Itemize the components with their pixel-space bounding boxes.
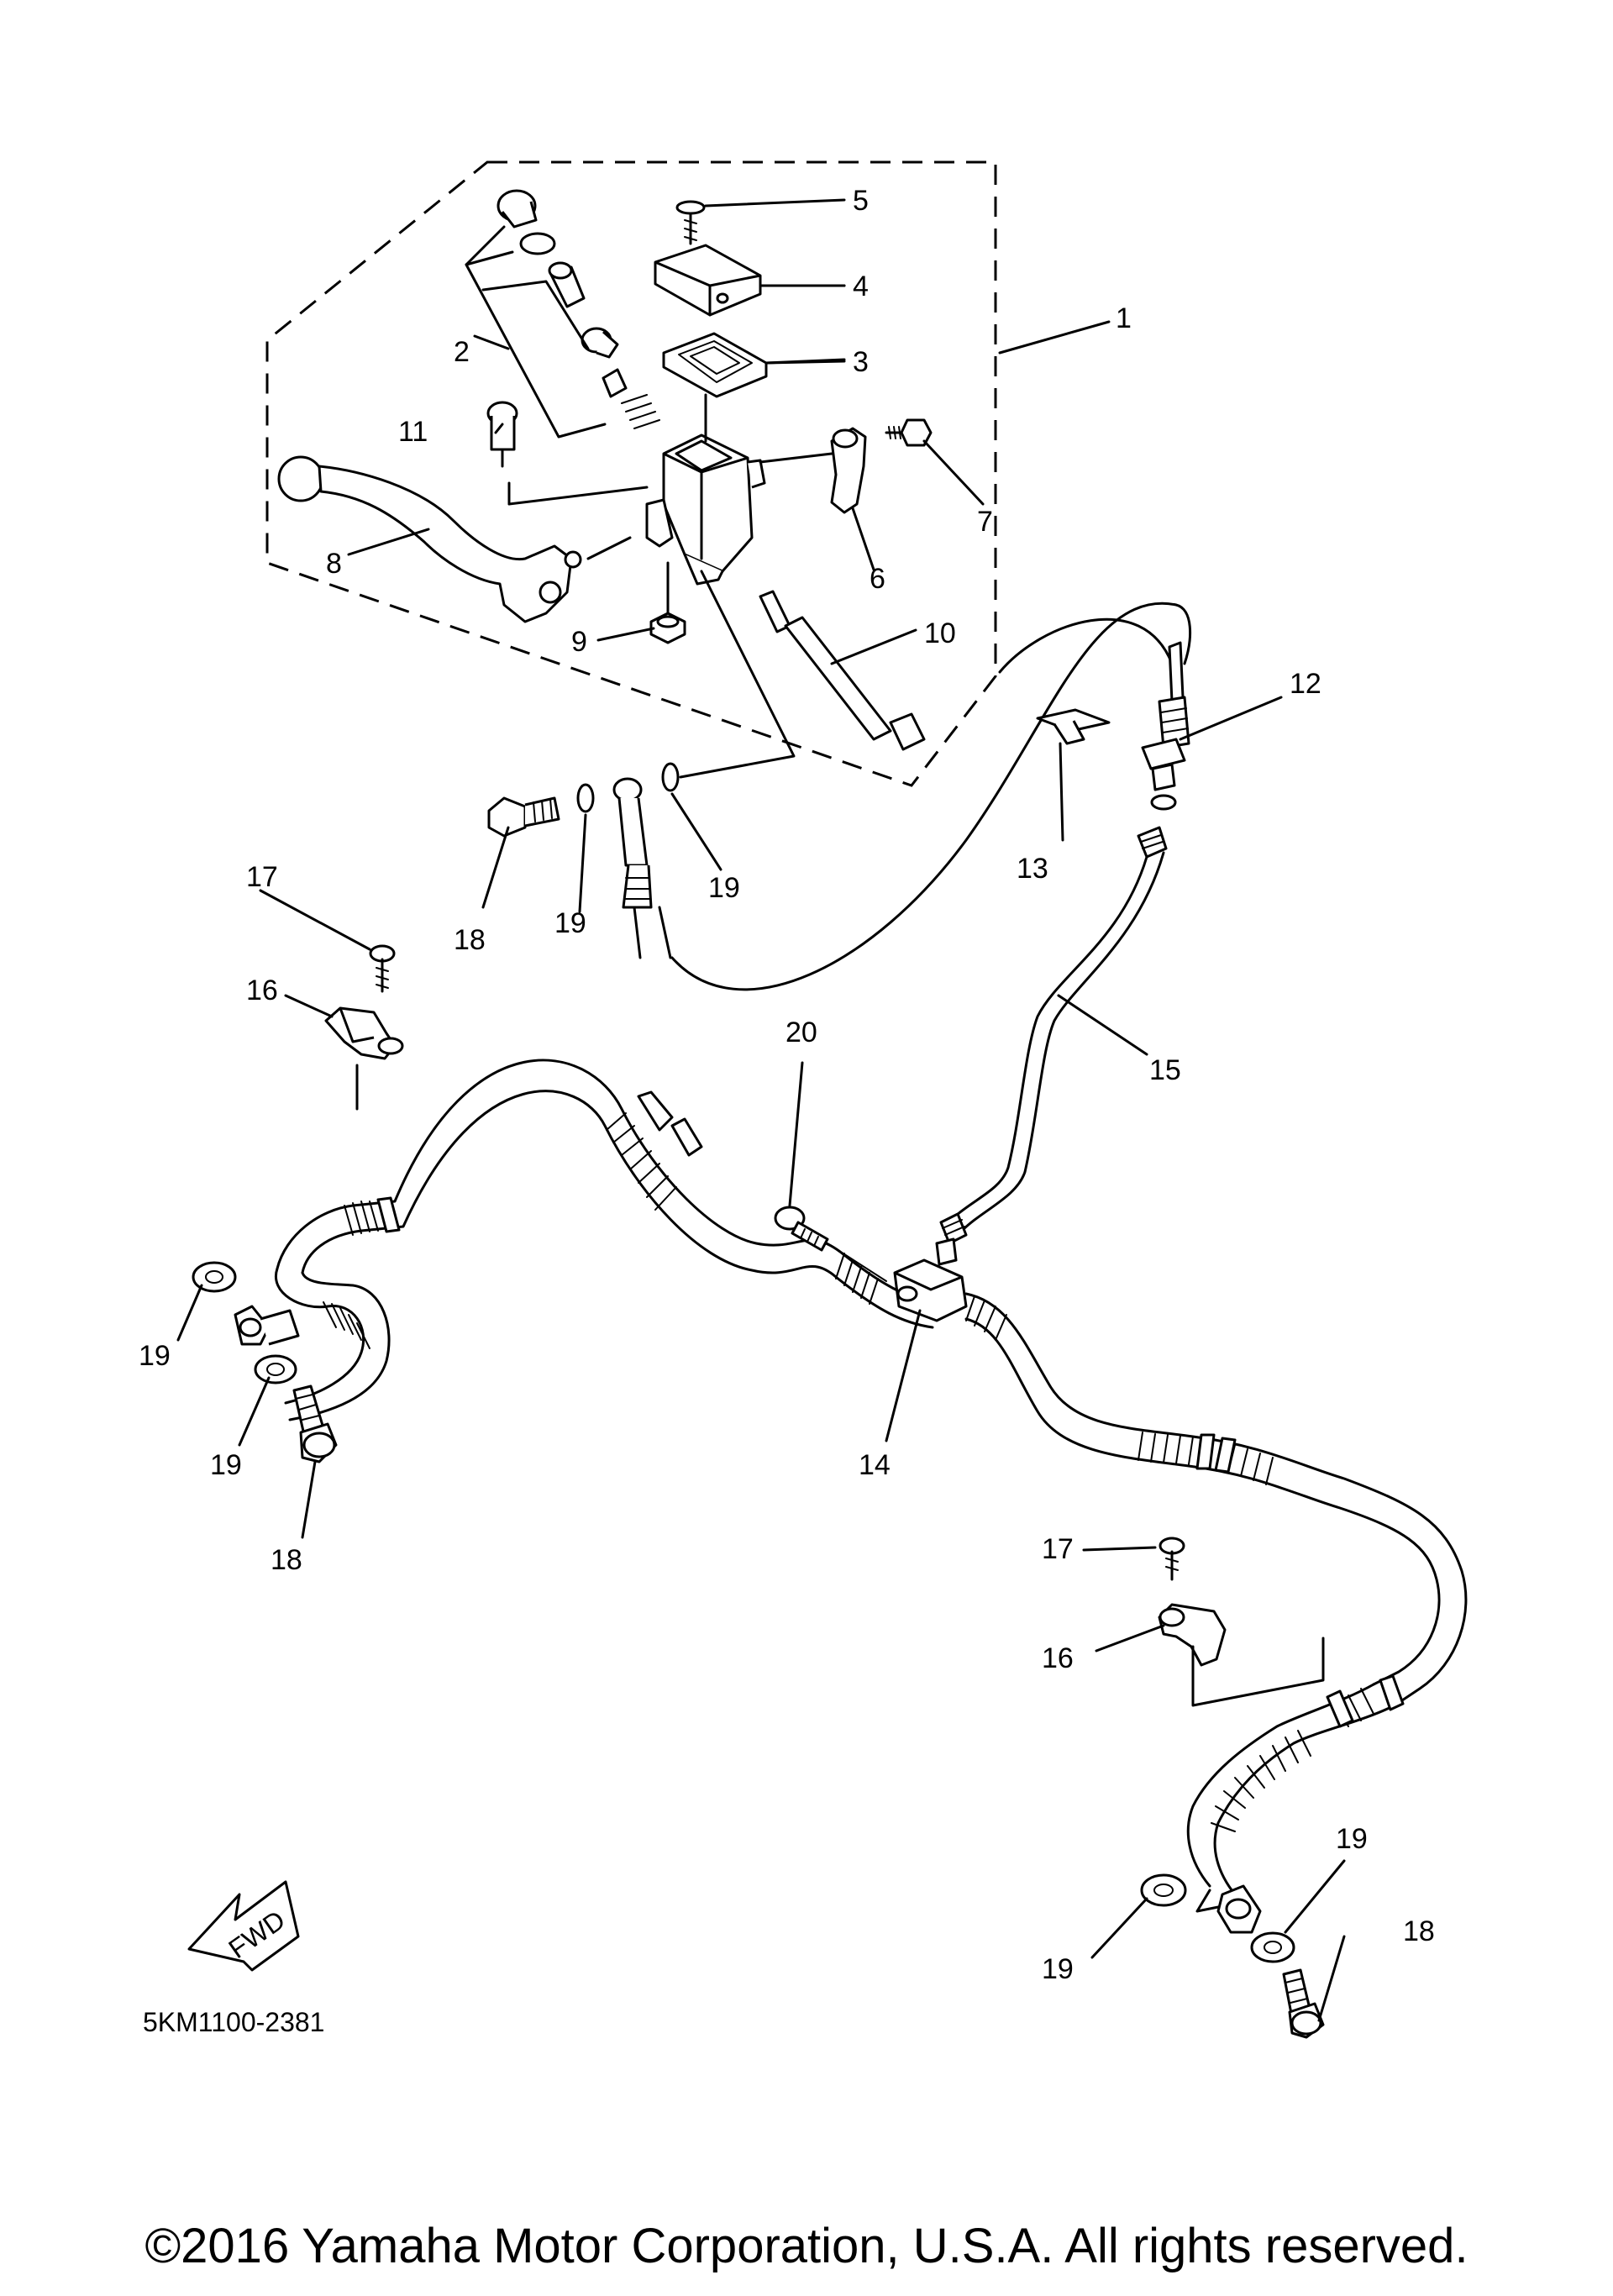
assembly-boundary <box>265 160 997 787</box>
bolt-part-17-lower <box>1159 1537 1185 1581</box>
banjo-fitting-lower-right <box>1195 1884 1262 1934</box>
callout-8: 8 <box>326 548 342 580</box>
brake-switch-part-10 <box>759 590 926 751</box>
union-bolt-part-18-right <box>1282 1968 1325 2039</box>
callout-labels: 1 2 3 4 5 6 7 8 9 10 11 12 13 14 15 16 1… <box>139 185 1435 1985</box>
diaphragm-part-3 <box>662 332 846 398</box>
drawing-code: 5KM1100-2381 <box>143 2007 324 2037</box>
brake-lever-part-8 <box>277 455 632 623</box>
callout-2: 2 <box>454 336 470 368</box>
washer-part-19-right-a <box>1140 1873 1187 1907</box>
bracket-part-13 <box>1036 708 1111 745</box>
callout-18-right: 18 <box>1403 1915 1435 1947</box>
hose-joint-part-12 <box>1141 641 1190 811</box>
hose-inner-line <box>998 617 1174 674</box>
callout-16-upper: 16 <box>246 975 278 1006</box>
callout-9: 9 <box>571 626 587 658</box>
callout-19-left-a: 19 <box>139 1340 171 1372</box>
union-bolt-part-18-left <box>292 1384 338 1463</box>
callout-11: 11 <box>398 416 428 448</box>
callout-13: 13 <box>1017 853 1048 885</box>
callout-5: 5 <box>853 185 869 217</box>
callout-16-lower: 16 <box>1042 1642 1074 1674</box>
callout-15: 15 <box>1149 1054 1181 1086</box>
callout-18-left: 18 <box>271 1544 302 1576</box>
master-cylinder-body <box>645 393 766 586</box>
callout-1: 1 <box>1116 302 1132 334</box>
callout-19-left-b: 19 <box>210 1449 242 1481</box>
washer-part-19-left-b <box>254 1354 297 1384</box>
washer-part-19-right-b <box>1250 1931 1295 1963</box>
callout-19-right-a: 19 <box>1042 1953 1074 1985</box>
callout-19-upper-right: 19 <box>708 872 740 904</box>
hose-clamp-part-16-upper <box>324 1006 404 1111</box>
callout-20: 20 <box>785 1017 817 1048</box>
callout-6: 6 <box>870 563 885 595</box>
callout-12: 12 <box>1290 668 1321 700</box>
brake-pipe-part-15 <box>935 826 1168 1266</box>
callout-18-upper: 18 <box>454 924 486 956</box>
callout-14: 14 <box>859 1449 891 1481</box>
callout-10: 10 <box>924 617 956 649</box>
callout-3: 3 <box>853 346 869 378</box>
callout-7: 7 <box>977 506 993 538</box>
reservoir-cap-part-4 <box>654 244 846 317</box>
clamp-part-6 <box>759 427 867 514</box>
banjo-fitting-lower-left <box>234 1305 300 1346</box>
piston-kit-part-2 <box>465 189 660 439</box>
callout-17-upper: 17 <box>246 861 278 893</box>
callout-17-lower: 17 <box>1042 1533 1074 1565</box>
hose-clamp-part-16-lower <box>1158 1603 1325 1707</box>
callout-4: 4 <box>853 271 869 302</box>
washer-part-19-upper-right <box>661 762 680 792</box>
bolt-part-17-upper <box>369 944 396 993</box>
leader-banjo <box>679 570 796 779</box>
copyright-notice: ©2016 Yamaha Motor Corporation, U.S.A. A… <box>144 2219 1469 2273</box>
fwd-arrow-icon: FWD <box>187 1880 300 1972</box>
pivot-bolt-part-11 <box>486 401 649 506</box>
washer-part-19-left-a <box>192 1261 237 1293</box>
washer-part-19-upper-left <box>576 783 595 813</box>
screw-part-5 <box>675 198 846 245</box>
bolt-part-20 <box>774 1206 887 1282</box>
callout-19-upper-left: 19 <box>554 907 586 939</box>
hose-banjo-upper <box>612 777 672 959</box>
bolt-part-7 <box>885 418 933 447</box>
nut-part-9 <box>649 561 686 644</box>
brake-hose-upper <box>670 602 1192 991</box>
leader-lines <box>176 284 1346 2022</box>
union-bolt-part-18-upper <box>487 796 560 838</box>
callout-19-right-b: 19 <box>1336 1823 1368 1855</box>
